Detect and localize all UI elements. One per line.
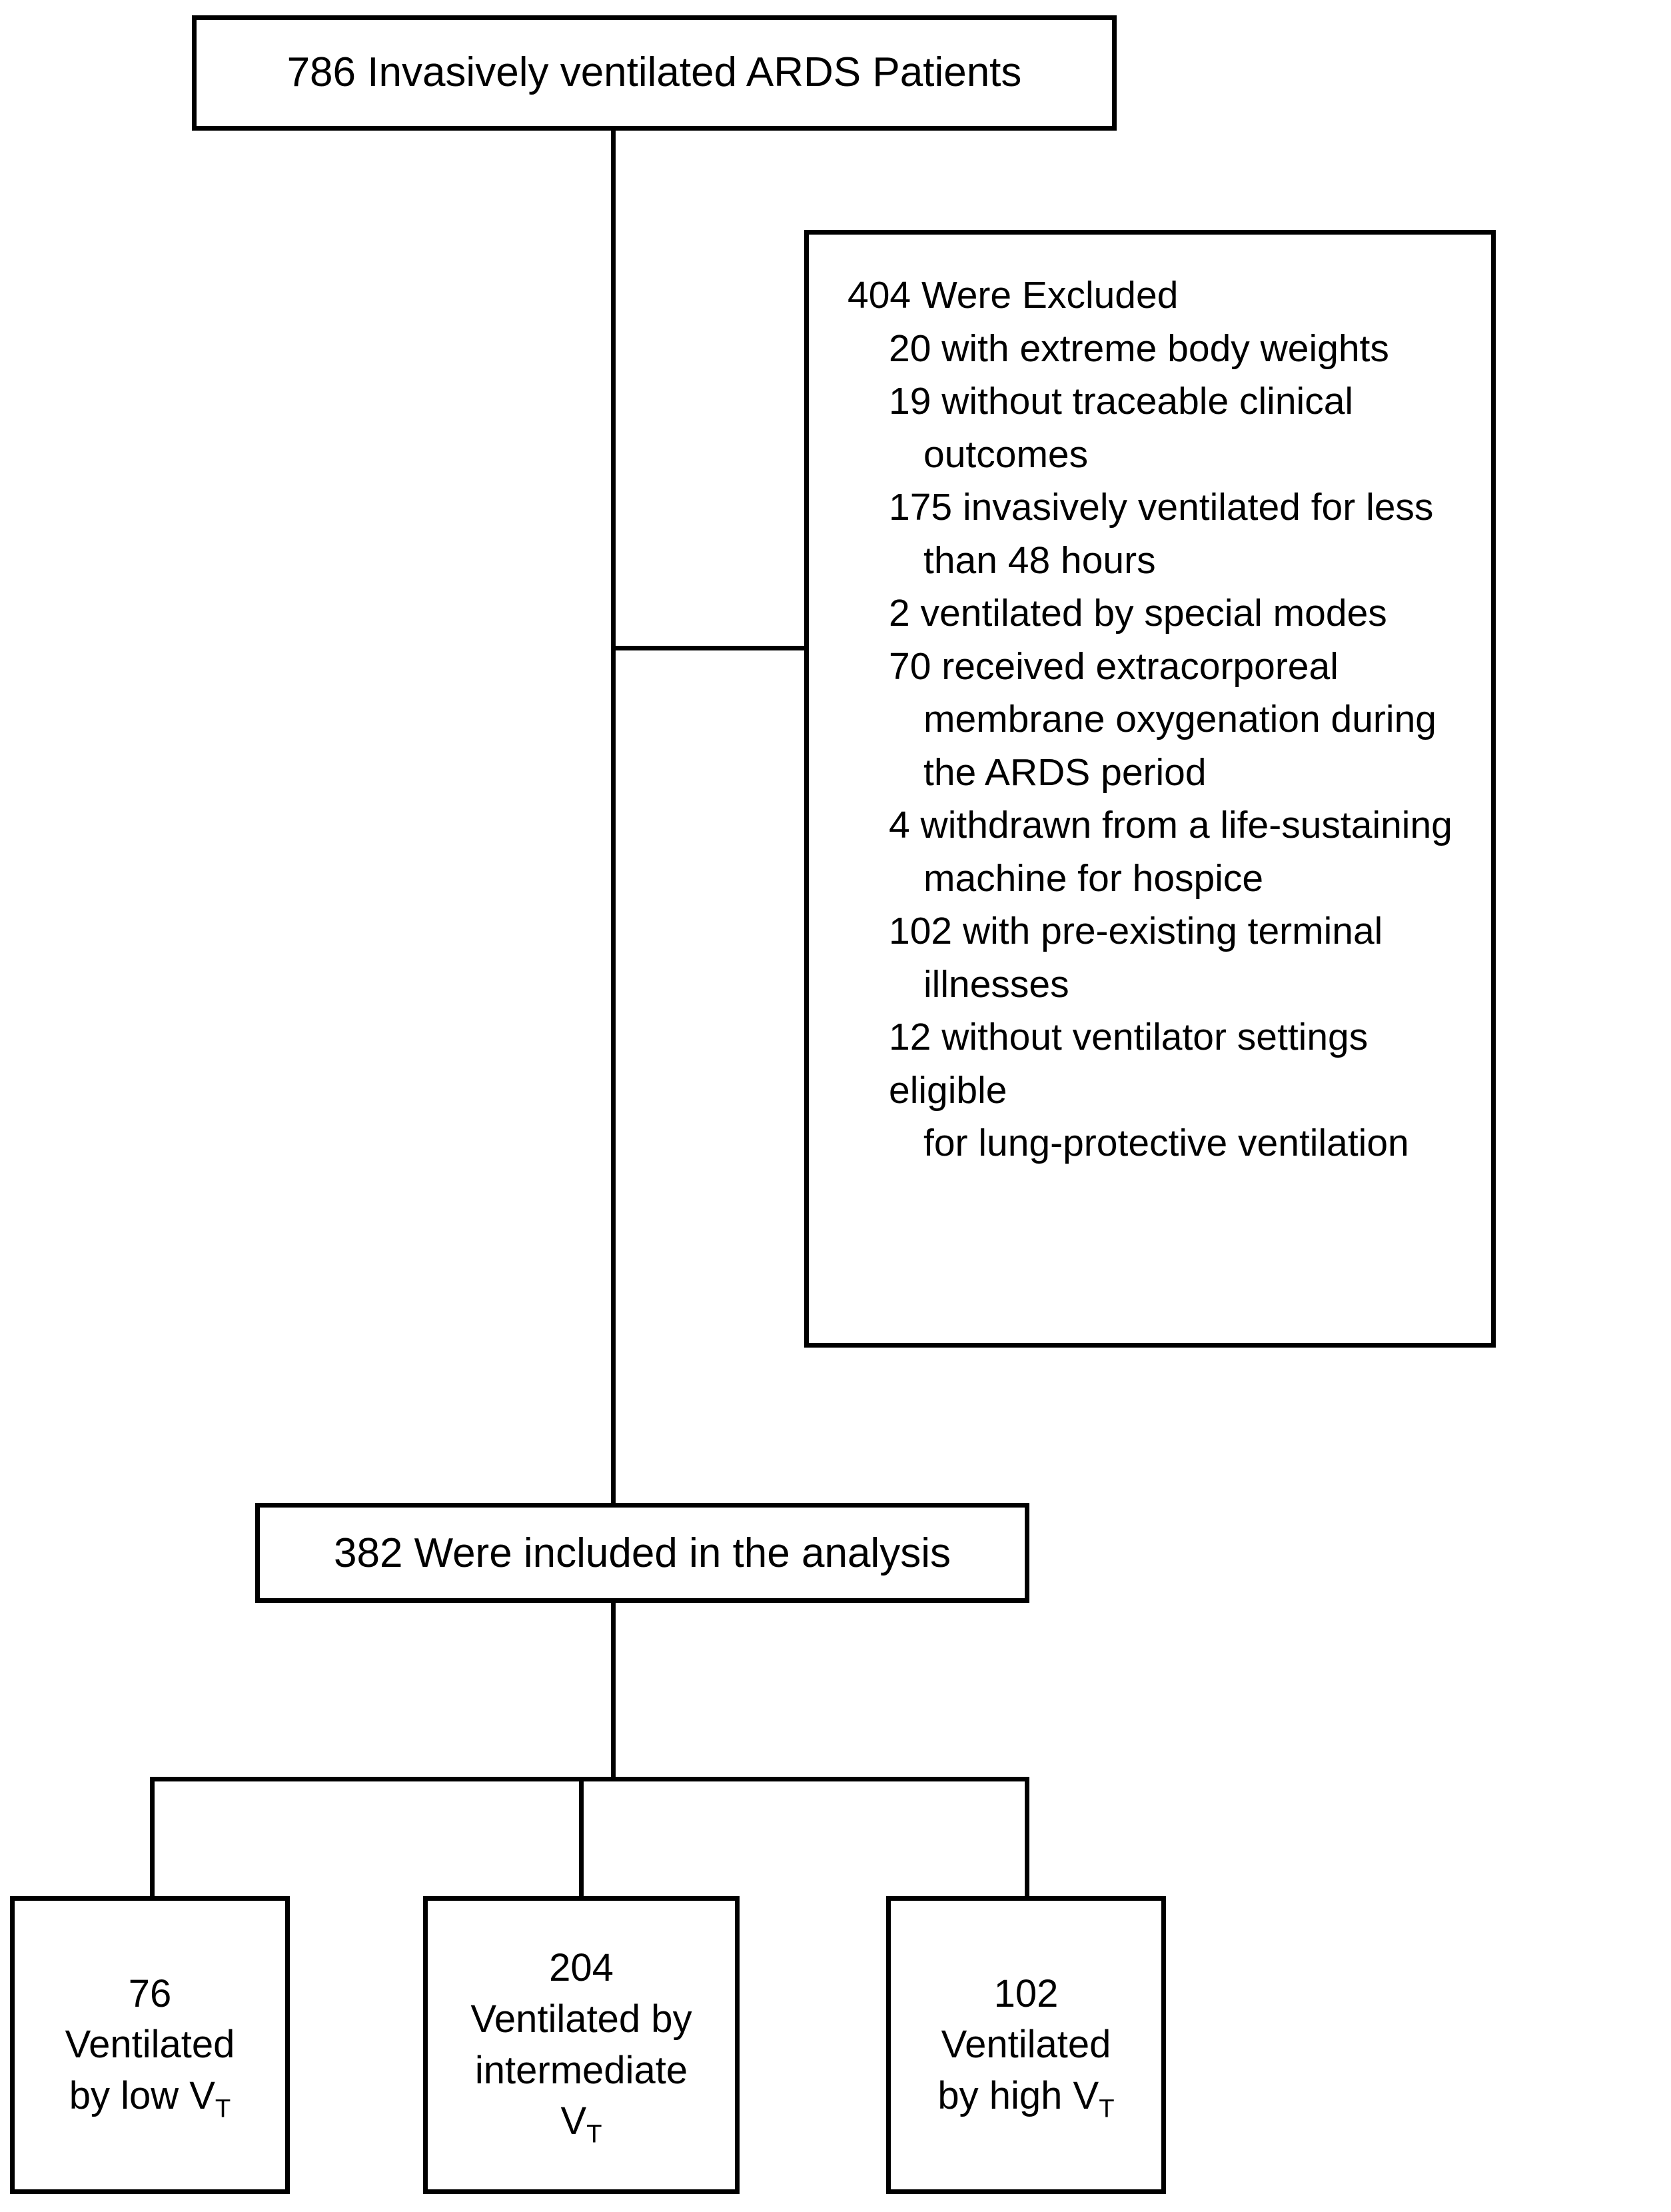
node-intermediate-line2: Ventilated by [470, 1997, 692, 2041]
excluded-item: 175 invasively ventilated for less than 4… [847, 481, 1471, 587]
excluded-item: 4 withdrawn from a life-sustaining machin… [847, 799, 1471, 905]
excluded-item: 19 without traceable clinical outcomes [847, 375, 1471, 481]
connector-distributor-bar [150, 1777, 1029, 1781]
excluded-item: 20 with extreme body weights [847, 323, 1471, 376]
excluded-item-text: 175 invasively ventilated for less [889, 486, 1434, 529]
node-low-subscript: T [215, 2094, 231, 2123]
connector-top-to-included [611, 131, 616, 1505]
excluded-item-text: 19 without traceable clinical [889, 380, 1354, 423]
excluded-item: 70 received extracorporeal membrane oxyge… [847, 640, 1471, 800]
excluded-item-continuation: machine for hospice [923, 856, 1264, 900]
excluded-item-text: 12 without ventilator settings eligible [889, 1016, 1369, 1112]
node-intermediate-line4: V [560, 2099, 587, 2143]
connector-spine-to-excluded [611, 646, 809, 650]
node-total-patients: 786 Invasively ventilated ARDS Patients [192, 15, 1117, 131]
node-total-patients-label: 786 Invasively ventilated ARDS Patients [286, 49, 1022, 96]
excluded-item: 102 with pre-existing terminal illnesses [847, 905, 1471, 1011]
excluded-list: 404 Were Excluded 20 with extreme body w… [847, 269, 1471, 1170]
excluded-item-continuation: than 48 hours [923, 539, 1156, 582]
node-high-subscript: T [1099, 2094, 1115, 2123]
node-high-count: 102 [993, 1971, 1059, 2015]
node-low-line3: by low V [69, 2073, 215, 2117]
node-intermediate-count: 204 [549, 1946, 614, 1990]
connector-distributor-to-low [150, 1777, 155, 1898]
excluded-item-text: 102 with pre-existing terminal [889, 910, 1383, 952]
excluded-item-text: 20 with extreme body weights [889, 327, 1389, 370]
node-high-line3: by high V [937, 2073, 1099, 2117]
node-excluded: 404 Were Excluded 20 with extreme body w… [804, 230, 1496, 1348]
node-high-line2: Ventilated [941, 2023, 1111, 2067]
excluded-item: 12 without ventilator settings eligible f… [847, 1011, 1471, 1170]
node-low-count: 76 [128, 1971, 172, 2015]
excluded-heading: 404 Were Excluded [847, 274, 1179, 317]
excluded-item-continuation: membrane oxygenation during the ARDS per… [923, 698, 1436, 794]
node-intermediate-subscript: T [586, 2119, 602, 2149]
node-low-line2: Ventilated [65, 2023, 235, 2067]
excluded-item-continuation: for lung-protective ventilation [923, 1122, 1409, 1164]
connector-distributor-to-high [1025, 1777, 1029, 1898]
node-intermediate-line3: intermediate [474, 2048, 688, 2092]
connector-included-to-distributor [611, 1602, 616, 1781]
excluded-item-continuation: outcomes [923, 433, 1089, 476]
node-included-label: 382 Were included in the analysis [334, 1530, 951, 1576]
connector-distributor-to-intermediate [579, 1777, 584, 1898]
excluded-item: 2 ventilated by special modes [847, 587, 1471, 640]
excluded-item-text: 2 ventilated by special modes [889, 592, 1387, 634]
excluded-item-continuation: illnesses [923, 962, 1069, 1006]
node-included-in-analysis: 382 Were included in the analysis [255, 1503, 1029, 1603]
excluded-item-text: 70 received extracorporeal [889, 644, 1339, 688]
excluded-item-text: 4 withdrawn from a life-sustaining [889, 804, 1452, 846]
